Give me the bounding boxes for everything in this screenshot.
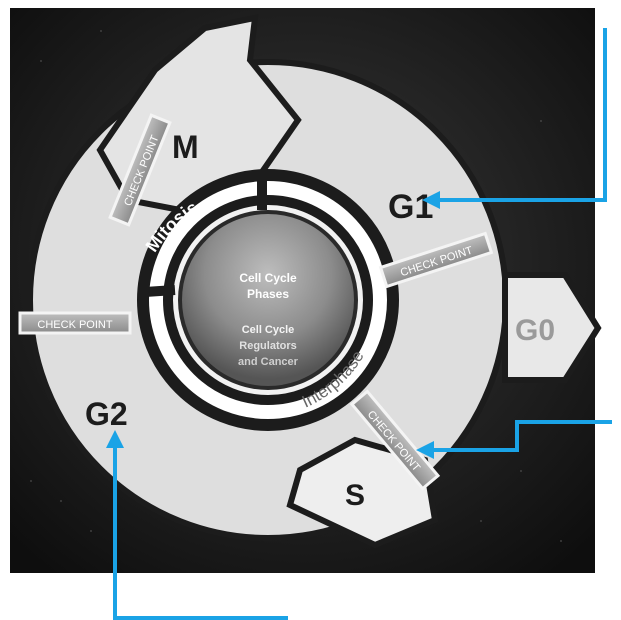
arrow-g2 xyxy=(113,446,288,620)
center-line-2: Phases xyxy=(247,287,289,301)
arrow-g1-head xyxy=(422,191,440,209)
center-line-4: Regulators xyxy=(239,340,296,352)
ring-divider-left xyxy=(144,285,176,297)
s-shape xyxy=(286,436,439,549)
arrow-checkpoint xyxy=(432,420,612,452)
pointer-arrows xyxy=(106,28,612,620)
phase-m-label: M xyxy=(172,129,199,165)
g0-shape xyxy=(502,272,602,383)
checkpoint-left: CHECK POINT xyxy=(18,311,132,335)
center-core xyxy=(178,210,358,390)
phase-s-label: S xyxy=(345,479,365,512)
phase-g1-label: G1 xyxy=(388,188,433,226)
center-line-1: Cell Cycle xyxy=(239,271,297,285)
arrow-g2-head xyxy=(106,430,124,448)
arrow-checkpoint-head xyxy=(416,441,434,459)
phase-g2-label: G2 xyxy=(85,396,128,432)
arrow-g1 xyxy=(438,28,607,202)
phase-g0-label: G0 xyxy=(515,314,555,347)
center-line-5: and Cancer xyxy=(238,356,299,368)
checkpoint-left-text: CHECK POINT xyxy=(37,319,112,331)
center-line-3: Cell Cycle xyxy=(242,324,295,336)
